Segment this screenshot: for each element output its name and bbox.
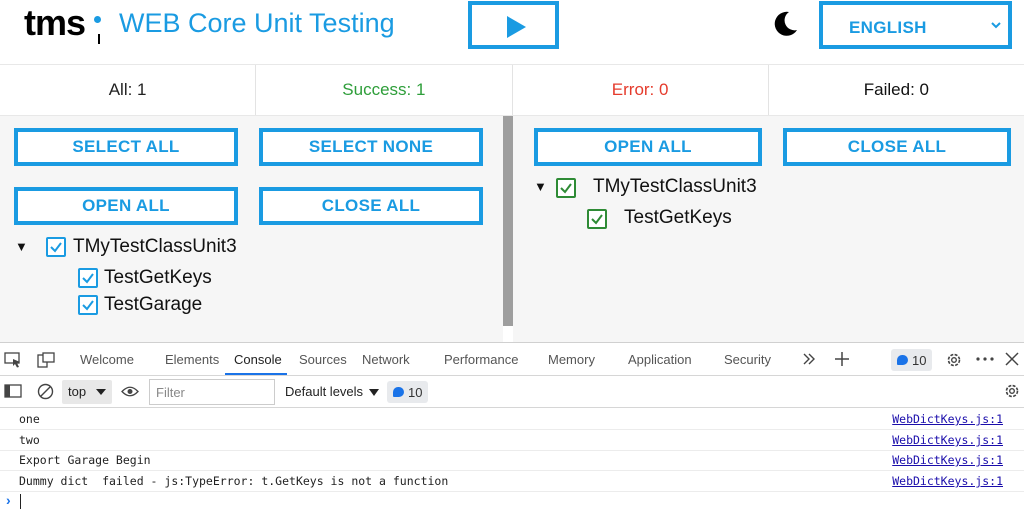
tab-sources[interactable]: Sources [299,352,347,367]
device-toolbar-icon[interactable] [37,352,55,368]
issues-count: 10 [408,384,423,400]
tree-test-label[interactable]: TestGarage [104,294,203,315]
filter-input[interactable] [149,379,275,405]
tree-class-label[interactable]: TMyTestClassUnit3 [593,176,757,197]
moon-icon[interactable] [771,10,799,38]
test-checkbox[interactable] [78,268,98,288]
active-tab-indicator [225,373,287,375]
tab-memory[interactable]: Memory [548,352,595,367]
open-all-button[interactable]: OPEN ALL [14,187,238,225]
open-all-button[interactable]: OPEN ALL [534,128,762,166]
panel-splitter[interactable] [503,116,513,326]
console-log-row: Export Garage Begin WebDictKeys.js:1 [0,450,1024,471]
log-source-link[interactable]: WebDictKeys.js:1 [892,433,1003,447]
console-log-row: one WebDictKeys.js:1 [0,409,1024,430]
sidebar-toggle-icon[interactable] [4,384,22,398]
console-input-caret[interactable] [20,494,21,509]
clear-console-icon[interactable] [37,383,54,400]
context-value: top [68,384,87,399]
tree-test-label[interactable]: TestGetKeys [104,267,212,288]
console-toolbar: top Default levels 10 [0,376,1024,408]
language-select[interactable]: ENGLISH [819,1,1012,49]
eye-icon[interactable] [121,385,139,398]
log-levels-label: Default levels [285,384,364,399]
context-select[interactable]: top [62,380,112,404]
tab-network[interactable]: Network [362,352,410,367]
test-selection-panel: SELECT ALL SELECT NONE OPEN ALL CLOSE AL… [0,116,503,342]
log-source-link[interactable]: WebDictKeys.js:1 [892,474,1003,488]
language-label: ENGLISH [849,18,927,37]
gear-icon[interactable] [945,351,963,369]
tab-application[interactable]: Application [628,352,692,367]
inspect-element-icon[interactable] [4,352,22,368]
test-checkbox[interactable] [78,295,98,315]
page-title: WEB Core Unit Testing [119,8,395,38]
play-icon [507,16,526,38]
stat-success: Success: 1 [256,65,513,115]
select-all-button[interactable]: SELECT ALL [14,128,238,166]
result-pass-indicator [556,178,576,198]
logo-dot [94,16,101,23]
log-source-link[interactable]: WebDictKeys.js:1 [892,412,1003,426]
message-icon [393,387,404,397]
stat-error: Error: 0 [513,65,769,115]
check-icon [82,300,94,311]
log-message: Dummy dict failed - js:TypeError: t.GetK… [19,474,449,488]
more-options-icon[interactable] [976,357,994,361]
issues-badge[interactable]: 10 [387,381,429,403]
stat-all: All: 1 [0,65,257,115]
test-results-panel: OPEN ALL CLOSE ALL ▼ TMyTestClassUnit3 T… [513,116,1024,342]
log-message: one [19,412,40,426]
add-tab-icon[interactable] [834,351,850,367]
issues-count: 10 [912,352,927,368]
check-icon [560,183,572,194]
issues-badge[interactable]: 10 [891,349,933,371]
console-output: one WebDictKeys.js:1 two WebDictKeys.js:… [0,408,1024,514]
close-icon[interactable] [1005,352,1019,366]
close-all-button[interactable]: CLOSE ALL [783,128,1011,166]
tab-console[interactable]: Console [234,352,282,367]
log-levels-select[interactable]: Default levels [285,384,380,399]
chevron-down-icon [991,22,1001,29]
tree-class-label[interactable]: TMyTestClassUnit3 [73,236,237,257]
dropdown-arrow-icon [96,389,106,395]
log-source-link[interactable]: WebDictKeys.js:1 [892,453,1003,467]
tab-performance[interactable]: Performance [444,352,519,367]
console-settings-gear-icon[interactable] [1003,382,1021,400]
tab-elements[interactable]: Elements [165,352,220,367]
run-tests-button[interactable] [468,1,559,49]
class-checkbox[interactable] [46,237,66,257]
tree-expand-arrow[interactable]: ▼ [15,239,28,254]
dropdown-arrow-icon [369,389,380,397]
select-none-button[interactable]: SELECT NONE [259,128,483,166]
log-message: Export Garage Begin [19,453,151,467]
console-prompt-icon: › [6,492,11,508]
result-pass-indicator [587,209,607,229]
close-all-button[interactable]: CLOSE ALL [259,187,483,225]
logo-bar [98,34,100,44]
app-header: tms WEB Core Unit Testing ENGLISH [0,0,1024,64]
tms-logo: tms [24,0,104,48]
check-icon [82,273,94,284]
tab-security[interactable]: Security [724,352,771,367]
tree-expand-arrow[interactable]: ▼ [534,179,547,194]
more-tabs-icon[interactable] [802,353,816,365]
log-message: two [19,433,40,447]
message-icon [897,355,908,365]
stat-failed: Failed: 0 [863,80,929,99]
console-log-row: two WebDictKeys.js:1 [0,430,1024,451]
console-log-row: Dummy dict failed - js:TypeError: t.GetK… [0,471,1024,492]
check-icon [591,214,603,225]
devtools-tab-bar: Welcome Elements Console Sources Network… [0,343,1024,376]
devtools-panel: Welcome Elements Console Sources Network… [0,342,1024,514]
check-icon [50,242,62,253]
logo-text: tms [24,2,86,43]
tree-test-label[interactable]: TestGetKeys [624,207,732,228]
stats-bar: All: 1 Success: 1 Error: 0 Failed: 0 [0,64,1024,116]
tab-welcome[interactable]: Welcome [80,352,134,367]
